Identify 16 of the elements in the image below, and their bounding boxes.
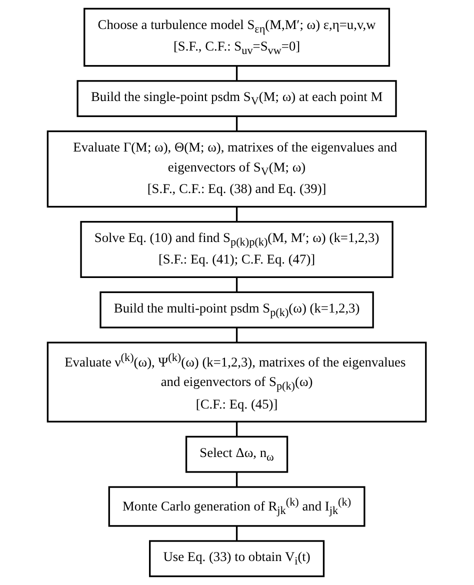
node-box: Build the single-point psdm S$_{V}$(M; ω) at each point M (76, 80, 398, 118)
node-box: Build the multi-point psdm S$_{p(k)}$(ω) (k=1,2,3) (100, 291, 374, 328)
node-box: Use Eq. (33) to obtain V$_{i}$(t) (149, 540, 325, 578)
connector (236, 526, 238, 541)
node-box: Choose a turbulence model S$_{εη}$(M,M′; ω) ε,η=u,v,w [S.F., C.F.: S$_{uv}$=S$_{vw}$=0] (84, 8, 390, 67)
node-box: Evaluate ν$^{(k)}$(ω), Ψ$^{(k)}$(ω) (k=1,2,3), matrixes of the eigenvalues and eigenvectors of S$_{p(k)}$(ω) [C.F.: Eq. (45)] (47, 342, 427, 422)
connector (236, 277, 238, 292)
node-box: Select Δω, n$_{ω}$ (186, 436, 288, 473)
connector (236, 66, 238, 81)
connector (236, 422, 238, 437)
node-box: Evaluate Γ(M; ω), Θ(M; ω), matrixes of the eigenvalues and eigenvectors of S$_{V}$(M; ω) [S.F., C.F.: Eq. (38) and Eq. (39)] (47, 130, 427, 208)
connector (236, 116, 238, 132)
connector (236, 472, 238, 488)
node-box: Solve Eq. (10) and find S$_{p(k)p(k)}$(M, M′; ω) (k=1,2,3) [S.F.: Eq. (41); C.F. Eq. (47)] (80, 220, 394, 278)
connector (236, 206, 238, 222)
connector (236, 328, 238, 343)
